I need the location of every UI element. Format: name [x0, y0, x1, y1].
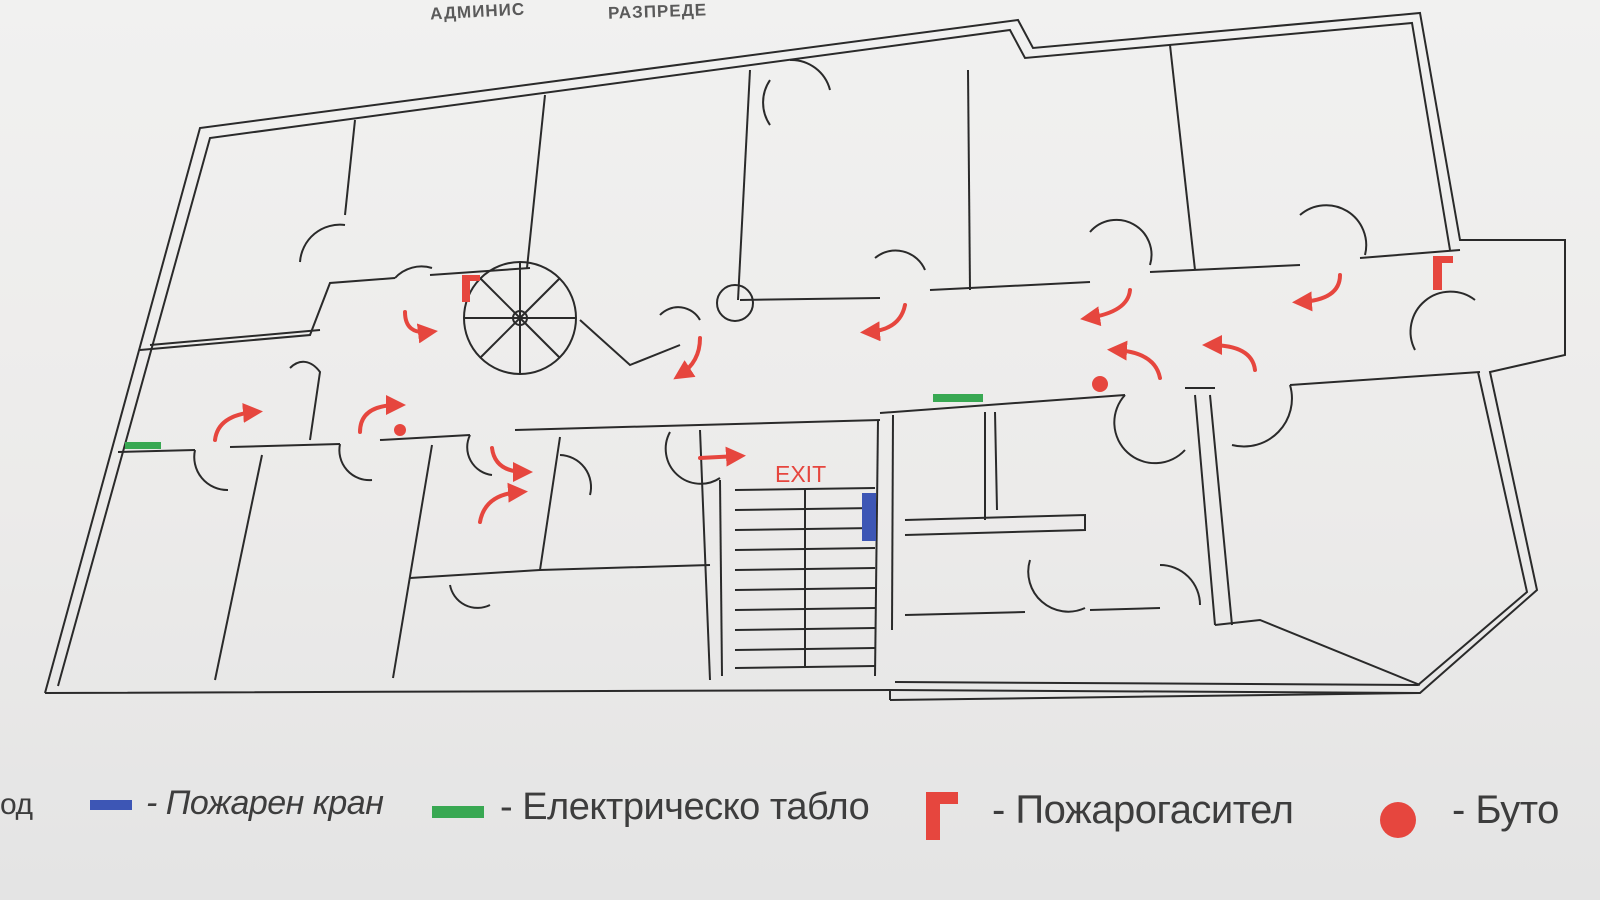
electrical-panel-swatch	[432, 806, 484, 818]
legend-label-fire-hydrant: - Пожарен кран	[146, 784, 384, 822]
fire-extinguisher-swatch	[926, 792, 958, 840]
fire-extinguisher-icon	[462, 275, 480, 302]
electrical-panel-icon	[933, 394, 983, 402]
electrical-panel-icon	[125, 442, 161, 449]
legend: од - Пожарен кран - Електрическо табло -…	[0, 770, 1600, 880]
electrical-panels	[125, 394, 983, 449]
alarm-button-swatch	[1380, 802, 1416, 838]
fire-extinguisher-icon	[1433, 256, 1453, 290]
legend-item-truncated: од	[0, 788, 33, 821]
legend-label-electrical-panel: - Електрическо табло	[500, 786, 870, 828]
doors	[193, 58, 1476, 613]
fire-hydrant-swatch	[90, 800, 132, 810]
evacuation-arrows	[213, 273, 1342, 524]
alarm-buttons	[394, 376, 1108, 436]
fire-hydrant-icon	[862, 493, 876, 541]
room-partitions	[149, 44, 1421, 686]
alarm-button-icon	[394, 424, 406, 436]
exit-label: EXIT	[775, 461, 826, 487]
floor-plan: EXIT	[44, 11, 1566, 701]
building-outline	[44, 11, 1566, 701]
stairwell	[734, 487, 876, 669]
spiral-staircase	[463, 261, 577, 375]
legend-label-alarm-button: - Буто	[1452, 788, 1559, 832]
alarm-button-icon	[1092, 376, 1108, 392]
legend-label-fire-extinguisher: - Пожарогасител	[992, 788, 1294, 832]
fire-extinguishers	[462, 256, 1453, 302]
corridor-walls	[117, 249, 1481, 453]
